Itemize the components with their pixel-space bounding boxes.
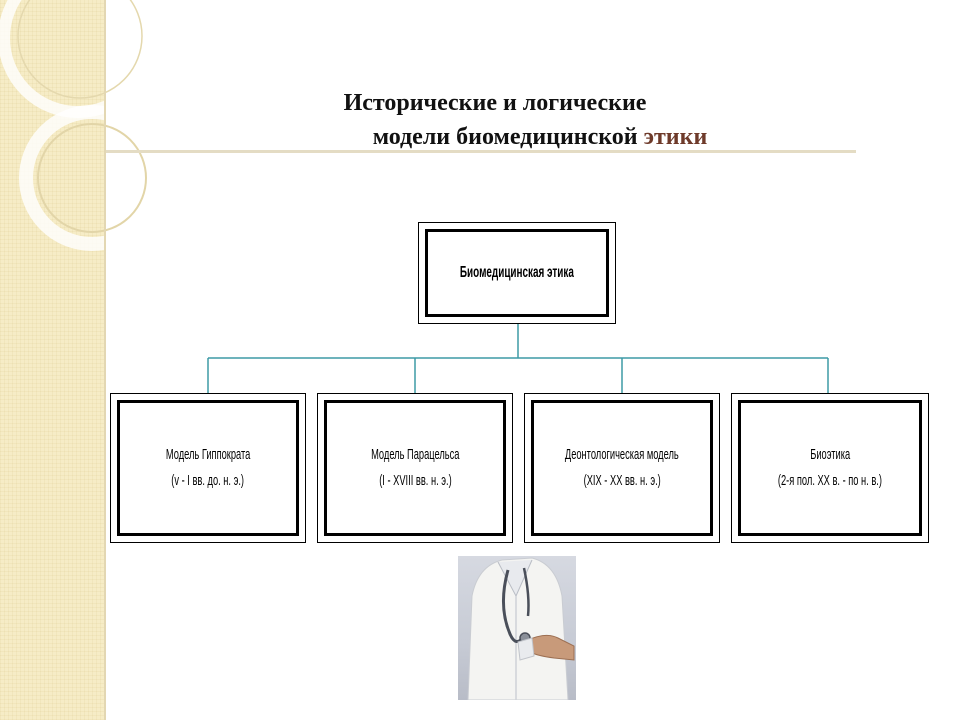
- child-node-label-4: Биоэтика: [810, 446, 850, 463]
- child-node-period-3: (XIX - XX вв. н. э.): [583, 472, 661, 489]
- child-node-frame-2: Модель Парацельса (I - XVIII вв. н. э.): [324, 400, 506, 536]
- title-accent-word: этики: [643, 124, 708, 150]
- child-node-label-1: Модель Гиппократа: [165, 446, 251, 463]
- child-node-frame-3: Деонтологическая модель (XIX - XX вв. н.…: [531, 400, 713, 536]
- child-node-frame-1: Модель Гиппократа (v - I вв. до. н. э.): [117, 400, 299, 536]
- child-node-label-3: Деонтологическая модель: [565, 446, 679, 463]
- doctor-illustration: [467, 557, 575, 700]
- title-underline: [106, 150, 856, 153]
- root-node-frame: Биомедицинская этика: [425, 229, 609, 317]
- child-node-box-1: Модель Гиппократа (v - I вв. до. н. э.): [110, 393, 306, 543]
- child-node-box-4: Биоэтика (2-я пол. XX в. - по н. в.): [731, 393, 929, 543]
- child-node-label-2: Модель Парацельса: [370, 446, 460, 463]
- child-node-period-4: (2-я пол. XX в. - по н. в.): [777, 472, 883, 489]
- root-node-label: Биомедицинская этика: [460, 264, 574, 281]
- root-node-box: Биомедицинская этика: [418, 222, 616, 324]
- child-node-period-2: (I - XVIII вв. н. э.): [378, 472, 452, 489]
- doctor-handshake-photo: [458, 556, 576, 700]
- slide-title: Исторические и логические модели биомеди…: [300, 86, 780, 154]
- child-node-box-3: Деонтологическая модель (XIX - XX вв. н.…: [524, 393, 720, 543]
- title-line-2-text: модели биомедицинской: [372, 124, 644, 150]
- child-node-box-2: Модель Парацельса (I - XVIII вв. н. э.): [317, 393, 513, 543]
- title-line-2: модели биомедицинской этики: [300, 120, 780, 154]
- decorative-rings: [0, 0, 160, 251]
- sidebar-edge: [104, 0, 106, 720]
- title-line-1: Исторические и логические: [343, 90, 647, 116]
- child-node-frame-4: Биоэтика (2-я пол. XX в. - по н. в.): [738, 400, 922, 536]
- child-node-period-1: (v - I вв. до. н. э.): [171, 472, 245, 489]
